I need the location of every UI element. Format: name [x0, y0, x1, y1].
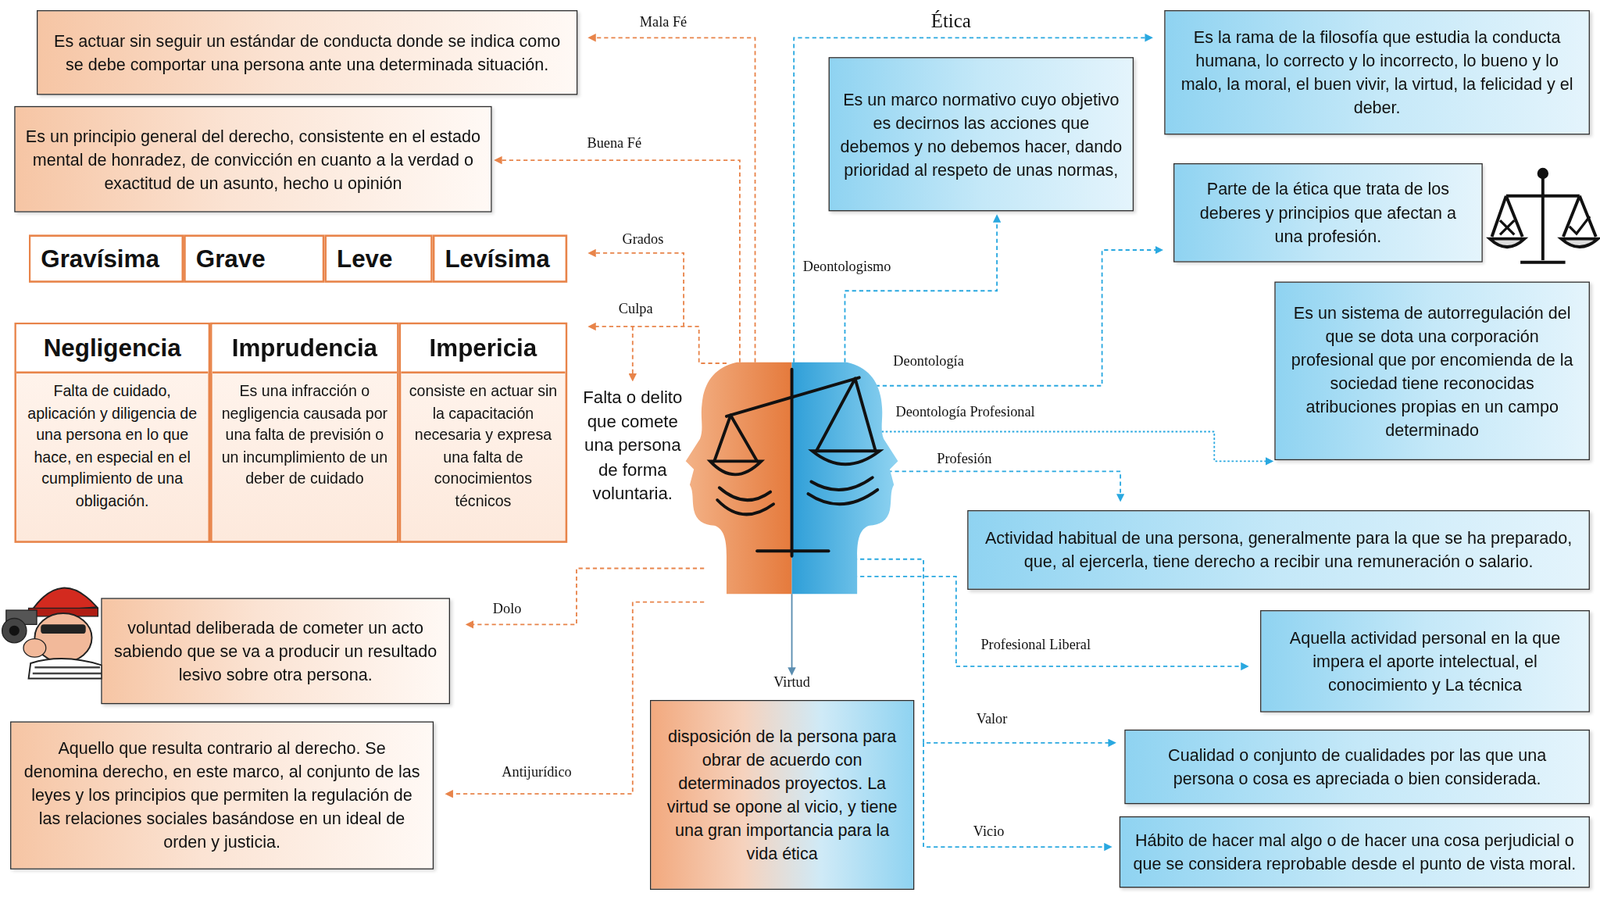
definition-box: Parte de la ética que trata de los deber… — [1173, 163, 1483, 263]
branch-label: Valor — [879, 710, 1104, 728]
branch-label: Culpa — [523, 300, 748, 318]
grade-text: Gravísima — [40, 244, 182, 274]
column-heading: Imprudencia — [212, 324, 397, 374]
definition-box: Actividad habitual de una persona, gener… — [967, 510, 1590, 590]
definition-box: Es un principio general del derecho, con… — [14, 106, 492, 213]
box-text: Aquella actividad personal en la que imp… — [1271, 625, 1579, 697]
grade-text: Levísima — [444, 244, 565, 274]
column-body: Es una infracción o negligencia causada … — [212, 373, 397, 496]
branch-label: Deontología — [816, 353, 1041, 370]
branch-label: Buena Fé — [502, 135, 727, 153]
fault-column: NegligenciaFalta de cuidado, aplicación … — [14, 322, 211, 543]
scale-icon — [1489, 169, 1598, 263]
column-heading: Impericia — [400, 324, 565, 374]
virtud-leader — [791, 593, 793, 674]
definition-box: voluntad deliberada de cometer un acto s… — [100, 597, 450, 704]
branch-label: Vicio — [876, 823, 1101, 840]
branch-label: Deontologismo — [734, 259, 959, 276]
definition-box: Es un marco normativo cuyo objetivo es d… — [828, 57, 1135, 211]
box-text: Es un marco normativo cuyo objetivo es d… — [839, 87, 1123, 182]
box-text: Aquello que resulta contrario al derecho… — [21, 736, 422, 854]
note-text: Falta o delito que comete una persona de… — [575, 385, 690, 506]
fault-column: Impericiaconsiste en actuar sin la capac… — [399, 322, 568, 543]
column-body: Falta de cuidado, aplicación y diligenci… — [16, 373, 209, 518]
box-text: Es un sistema de autorregulación del que… — [1285, 300, 1579, 442]
grade-cell: Grave — [183, 234, 325, 283]
box-text: Parte de la ética que trata de los deber… — [1184, 177, 1472, 248]
definition-box: Es la rama de la filosofía que estudia l… — [1164, 10, 1590, 135]
thief-illustration — [2, 588, 103, 679]
box-text: Hábito de hacer mal algo o de hacer una … — [1130, 828, 1579, 876]
box-text: Es actuar sin seguir un estándar de cond… — [47, 28, 567, 76]
branch-label: Deontología Profesional — [842, 403, 1088, 421]
box-text: Es la rama de la filosofía que estudia l… — [1175, 25, 1579, 120]
column-heading: Negligencia — [16, 324, 209, 374]
grade-text: Grave — [196, 244, 323, 274]
branch-label: Ética — [839, 10, 1064, 33]
branch-label: Dolo — [394, 600, 619, 618]
branch-label: Virtud — [679, 674, 904, 691]
branch-label: Antijurídico — [424, 764, 649, 781]
definition-box: Cualidad o conjunto de cualidades por la… — [1124, 729, 1590, 804]
box-text: Actividad habitual de una persona, gener… — [978, 526, 1579, 574]
branch-label: Mala Fé — [550, 14, 775, 31]
grade-cell: Leve — [324, 234, 433, 283]
definition-box: Es un sistema de autorregulación del que… — [1274, 281, 1590, 461]
fault-column: ImprudenciaEs una infracción o negligenc… — [210, 322, 400, 543]
grade-cell: Levísima — [432, 234, 568, 283]
branch-label: Profesión — [852, 450, 1077, 468]
definition-box: disposición de la persona para obrar de … — [650, 700, 915, 890]
definition-box: Aquella actividad personal en la que imp… — [1260, 610, 1590, 713]
definition-box: Es actuar sin seguir un estándar de cond… — [36, 10, 578, 95]
column-body: consiste en actuar sin la capacitación n… — [400, 373, 565, 518]
branch-label: Grados — [530, 231, 755, 248]
box-text: voluntad deliberada de cometer un acto s… — [112, 615, 440, 686]
box-text: Es un principio general del derecho, con… — [25, 124, 482, 195]
definition-box: Aquello que resulta contrario al derecho… — [10, 721, 434, 869]
head-illustration — [685, 362, 899, 594]
grade-text: Leve — [336, 244, 431, 274]
branch-label: Profesional Liberal — [923, 636, 1148, 654]
box-text: disposición de la persona para obrar de … — [660, 724, 904, 865]
box-text: Cualidad o conjunto de cualidades por la… — [1135, 743, 1579, 791]
grade-cell: Gravísima — [28, 234, 185, 283]
definition-box: Hábito de hacer mal algo o de hacer una … — [1119, 816, 1590, 888]
